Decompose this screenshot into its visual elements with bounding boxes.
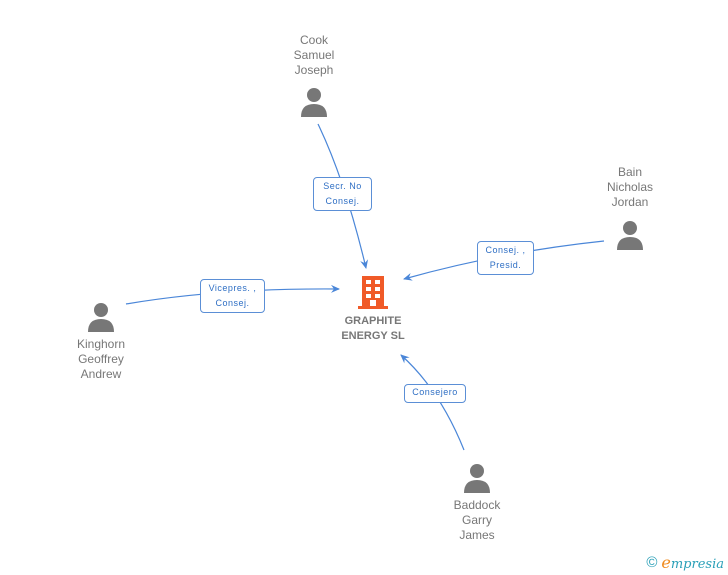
- person-name-line: Nicholas: [606, 180, 654, 194]
- role-text: Consejero: [412, 387, 458, 397]
- person-name-line: Geoffrey: [78, 352, 124, 366]
- person-node-bain[interactable]: Bain Nicholas Jordan: [590, 165, 670, 250]
- role-text: Secr. No: [323, 181, 362, 191]
- role-label-baddock[interactable]: Consejero: [404, 384, 466, 403]
- person-name-line: Cook: [299, 33, 328, 47]
- person-name-line: Bain: [617, 165, 643, 179]
- person-name-line: Andrew: [80, 367, 122, 381]
- person-name-line: Baddock: [453, 498, 501, 512]
- person-name-line: James: [459, 528, 495, 542]
- person-icon: [464, 464, 490, 493]
- company-name-line2: ENERGY SL: [341, 330, 405, 342]
- role-label-bain[interactable]: Consej. , Presid.: [477, 241, 534, 275]
- empresia-logo[interactable]: empresia: [661, 553, 724, 572]
- role-text: Consej.: [325, 196, 360, 206]
- person-icon: [88, 303, 114, 332]
- person-node-cook[interactable]: Cook Samuel Joseph: [274, 33, 354, 117]
- company-node[interactable]: GRAPHITE ENERGY SL: [323, 276, 423, 344]
- person-icon: [617, 221, 643, 250]
- person-node-kinghorn[interactable]: Kinghorn Geoffrey Andrew: [61, 302, 141, 382]
- role-text: Consej.: [215, 298, 250, 308]
- role-text: Presid.: [489, 260, 522, 270]
- building-icon: [358, 276, 388, 309]
- role-label-kinghorn[interactable]: Vicepres. , Consej.: [200, 279, 265, 313]
- role-text: Vicepres. ,: [208, 283, 257, 293]
- footer-branding: © empresia: [646, 553, 724, 572]
- role-label-cook[interactable]: Secr. No Consej.: [313, 177, 372, 211]
- person-name-line: Joseph: [294, 63, 334, 77]
- person-name-line: Garry: [462, 513, 492, 527]
- company-name-line1: GRAPHITE: [344, 315, 402, 327]
- person-name-line: Samuel: [293, 48, 335, 62]
- person-name-line: Jordan: [611, 195, 649, 209]
- copyright-icon: ©: [646, 554, 658, 571]
- person-node-baddock[interactable]: Baddock Garry James: [437, 463, 517, 543]
- role-text: Consej. ,: [485, 245, 526, 255]
- person-icon: [301, 88, 327, 117]
- person-name-line: Kinghorn: [76, 337, 126, 351]
